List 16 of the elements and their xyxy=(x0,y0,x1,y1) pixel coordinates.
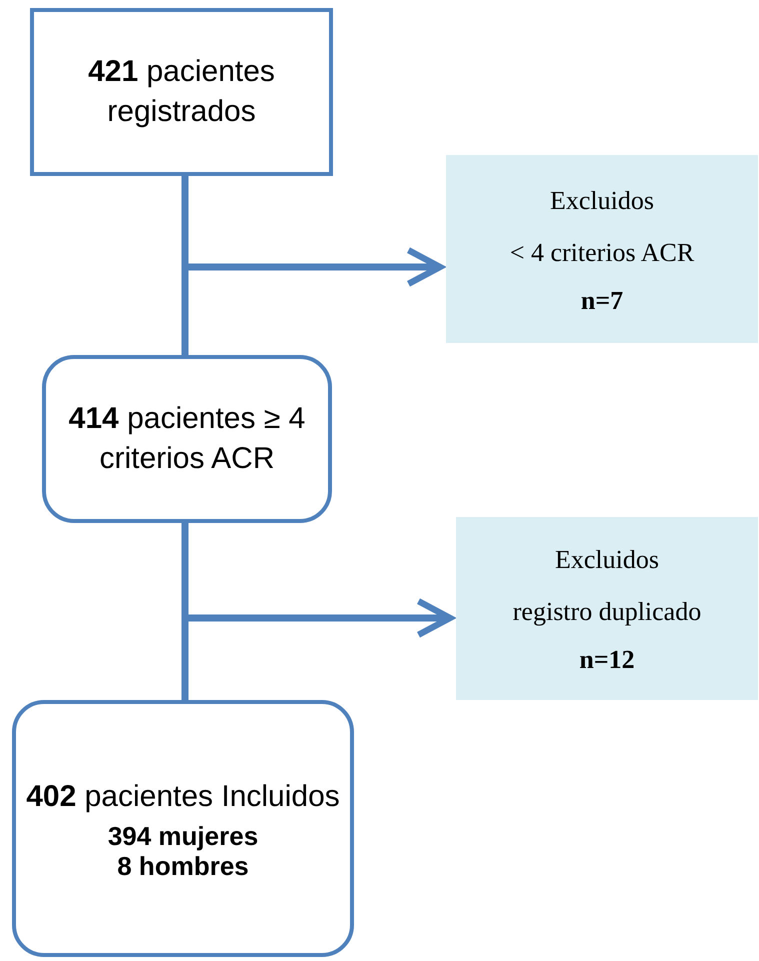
subgroup-text: 394 mujeres xyxy=(108,820,258,850)
process-box xyxy=(42,355,332,523)
process-box xyxy=(30,8,333,176)
subgroup-text: 8 hombres xyxy=(117,850,249,880)
exclusion-box xyxy=(446,155,758,343)
count-text: n=7 xyxy=(580,284,624,317)
exclusion-box xyxy=(456,517,758,700)
process-box xyxy=(12,700,354,957)
box-text: < 4 criterios ACR xyxy=(508,236,696,269)
box-text: 421 pacientes registrados xyxy=(87,54,276,130)
box-text: registro duplicado xyxy=(512,596,702,628)
count-text: n=12 xyxy=(579,644,635,676)
heading-text: Excluidos xyxy=(549,184,655,217)
box-text: 402 pacientes Incluidos xyxy=(25,778,341,814)
heading-text: Excluidos xyxy=(554,544,660,576)
box-text: 414 pacientes ≥ 4 criterios ACR xyxy=(68,401,306,477)
